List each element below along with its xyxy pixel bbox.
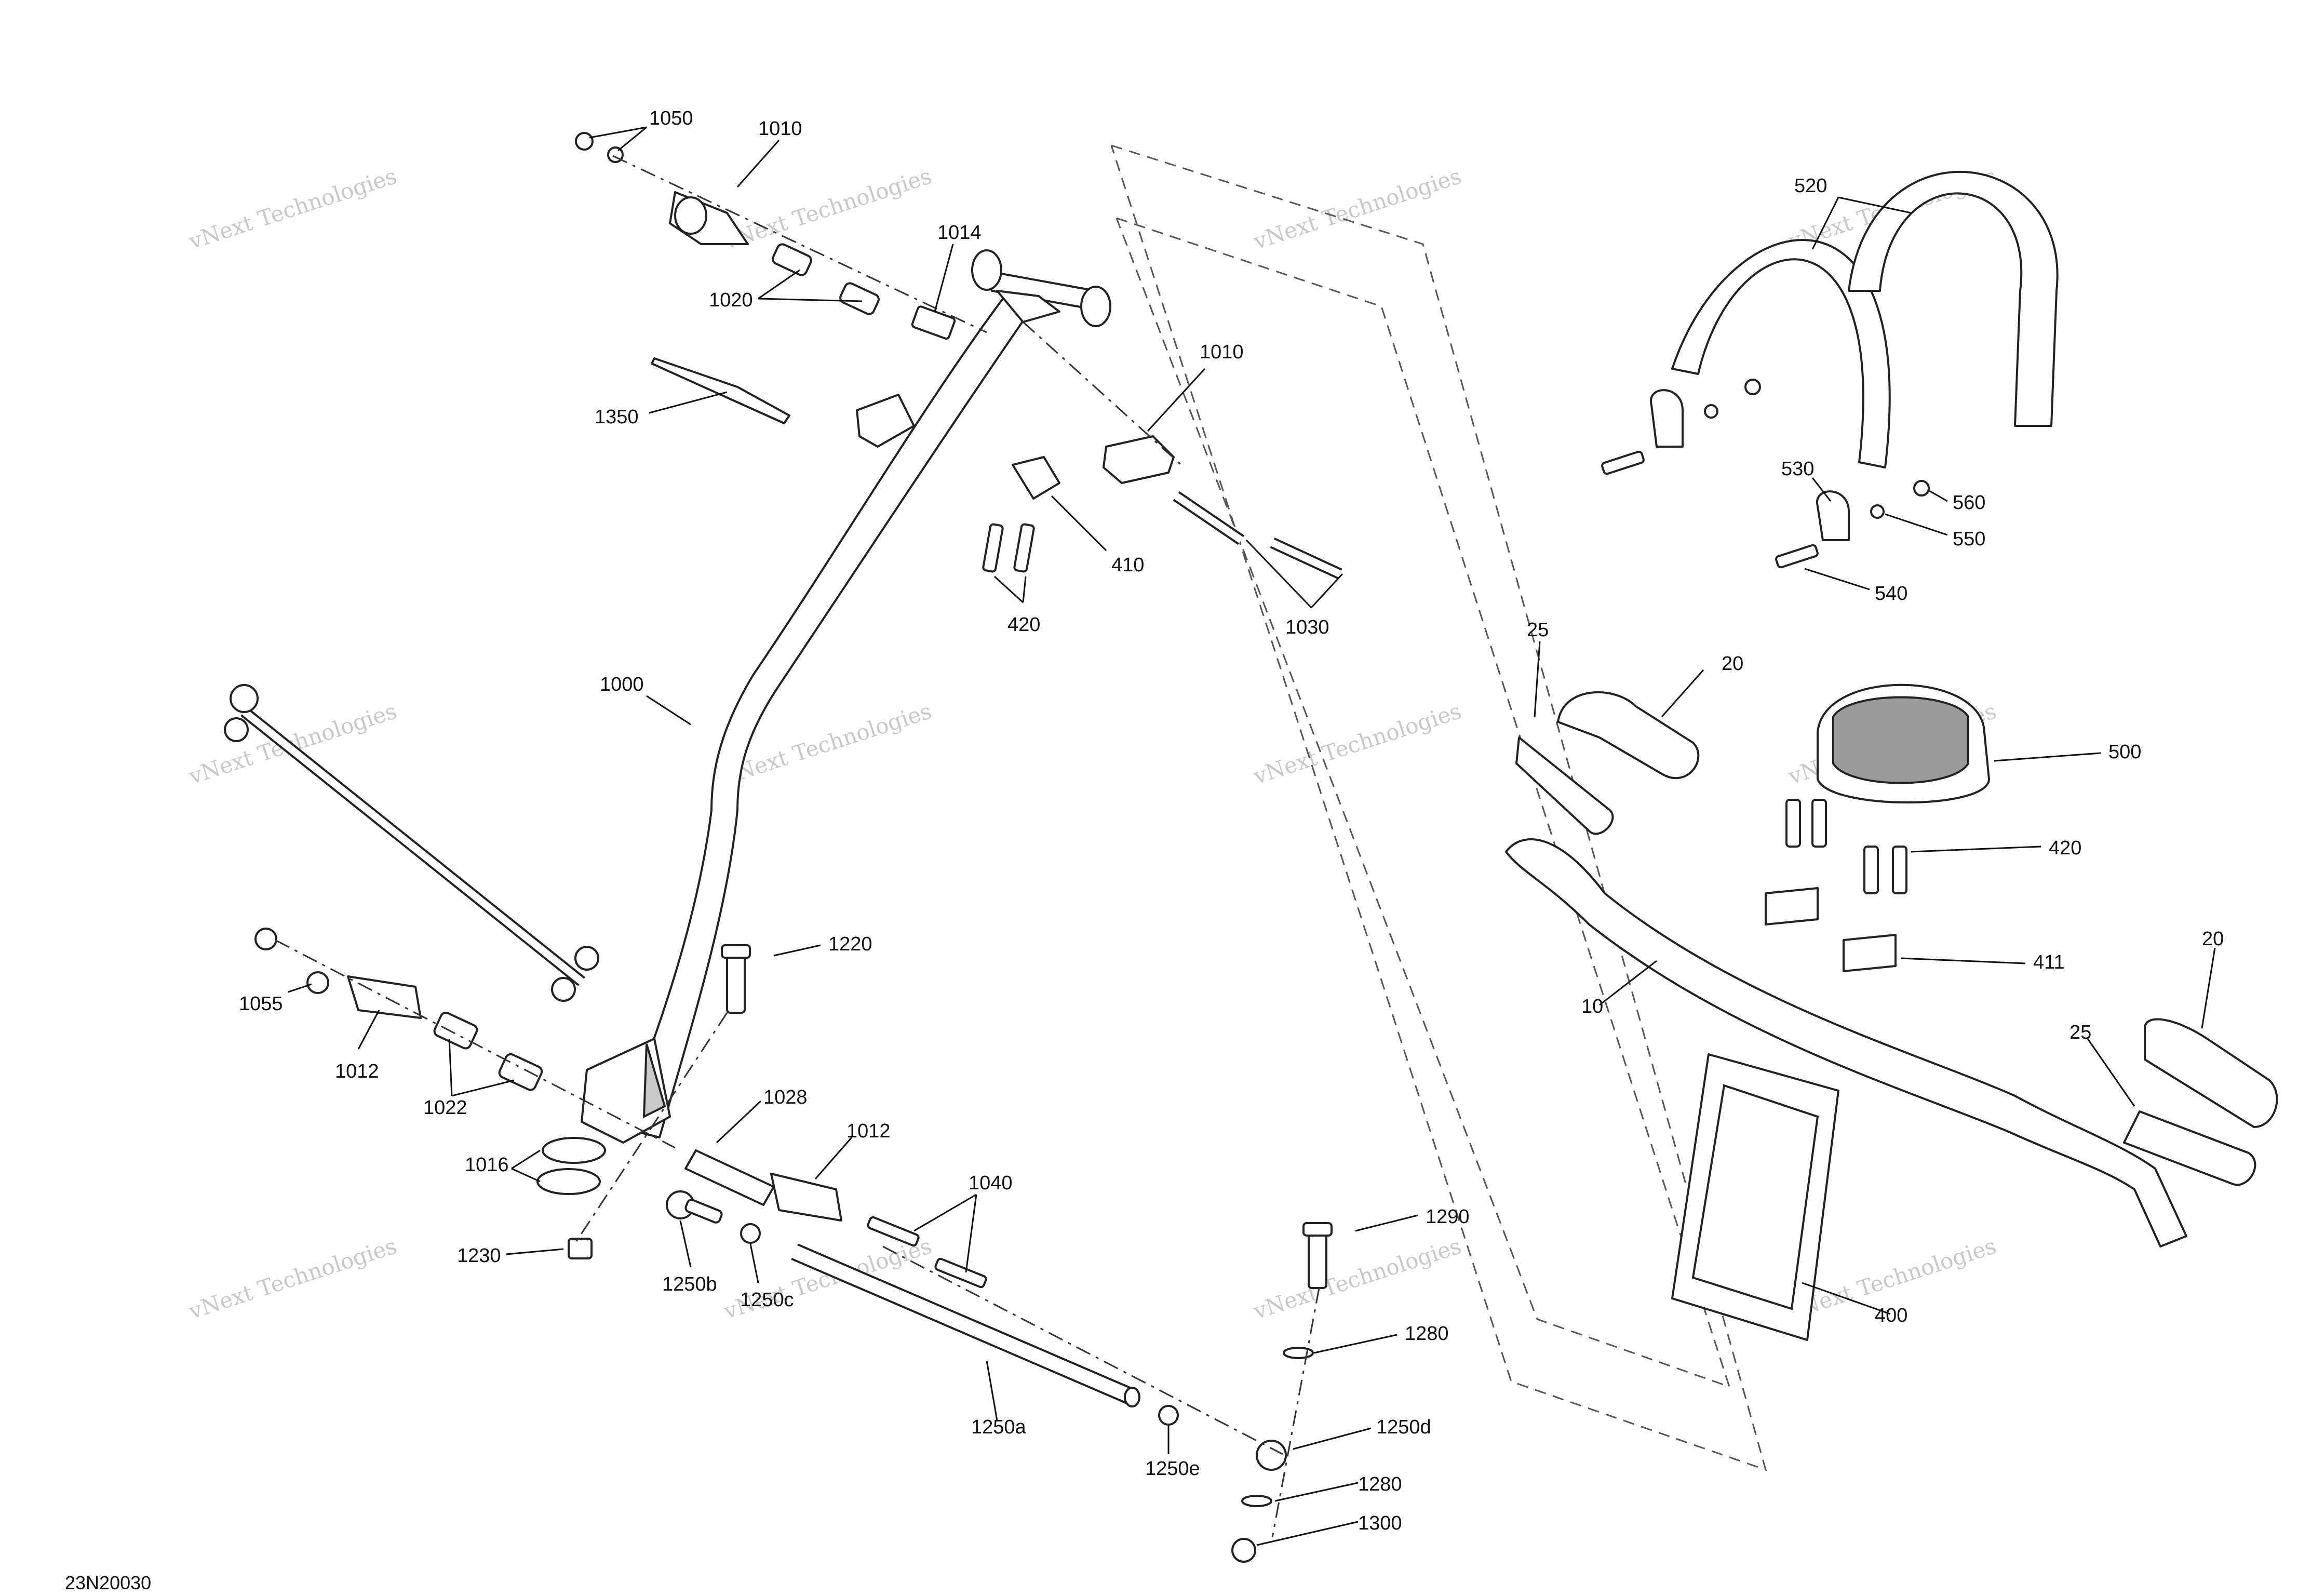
callout-1000: 1000	[600, 674, 644, 695]
callout-1250d: 1250d	[1376, 1416, 1431, 1438]
watermark: vNext Technologies	[185, 163, 400, 254]
watermark: vNext Technologies	[1250, 1233, 1464, 1324]
watermark: vNext Technologies	[1250, 163, 1464, 254]
callout-25: 25	[2069, 1022, 2091, 1043]
callout-400: 400	[1875, 1305, 1907, 1326]
callout-1250c: 1250c	[740, 1289, 794, 1311]
detail-frames	[1110, 144, 1767, 1471]
callout-1055: 1055	[239, 993, 283, 1015]
tie-rod	[791, 1243, 1140, 1407]
callout-1220: 1220	[828, 933, 872, 955]
callout-1250b: 1250b	[662, 1273, 717, 1295]
hardware-right	[1505, 170, 2278, 1341]
callout-1280: 1280	[1405, 1323, 1449, 1345]
callout-25: 25	[1527, 619, 1549, 641]
assembly-lines	[275, 155, 1320, 1538]
callout-500: 500	[2108, 741, 2141, 763]
callout-1014: 1014	[937, 222, 982, 244]
callout-1230: 1230	[457, 1245, 501, 1267]
callout-550: 550	[1953, 528, 1985, 550]
watermark: vNext Technologies	[185, 1233, 400, 1324]
callout-labels: 1050 1010 1014 1020 1350 1010 410 420 10…	[239, 108, 2224, 1534]
callout-1290: 1290	[1426, 1206, 1470, 1228]
callout-410: 410	[1111, 554, 1144, 576]
callout-1300: 1300	[1358, 1512, 1402, 1534]
callout-1028: 1028	[763, 1087, 808, 1108]
callout-540: 540	[1875, 583, 1907, 605]
watermark: vNext Technologies	[1250, 698, 1464, 789]
callout-411: 411	[2033, 951, 2065, 973]
callout-20: 20	[2202, 928, 2224, 950]
callout-1040: 1040	[969, 1172, 1013, 1194]
callout-1020: 1020	[709, 289, 753, 311]
callout-20: 20	[1722, 653, 1743, 675]
callout-560: 560	[1953, 492, 1985, 514]
leader-lines	[288, 126, 2216, 1546]
callout-1010: 1010	[758, 118, 802, 140]
figure-id: 23N20030	[65, 1572, 151, 1593]
callout-1350: 1350	[595, 406, 639, 428]
callout-1022: 1022	[423, 1097, 467, 1119]
callout-1250e: 1250e	[1145, 1458, 1200, 1480]
callout-1012: 1012	[335, 1061, 379, 1082]
callout-530: 530	[1781, 458, 1814, 480]
callout-1050: 1050	[649, 108, 693, 129]
callout-10: 10	[1581, 996, 1603, 1017]
callout-1250a: 1250a	[971, 1416, 1027, 1438]
callout-1280: 1280	[1358, 1473, 1402, 1495]
callout-1012: 1012	[846, 1120, 891, 1142]
steering-damper	[224, 684, 599, 1002]
hardware-left	[254, 132, 1342, 1563]
watermark: vNext Technologies	[720, 163, 935, 254]
callout-520: 520	[1794, 175, 1827, 197]
callout-420: 420	[2049, 837, 2081, 859]
callout-420: 420	[1007, 614, 1040, 636]
callout-1030: 1030	[1285, 616, 1329, 638]
callout-1016: 1016	[465, 1154, 509, 1176]
steering-column	[581, 249, 1111, 1144]
callout-1010: 1010	[1200, 341, 1244, 363]
